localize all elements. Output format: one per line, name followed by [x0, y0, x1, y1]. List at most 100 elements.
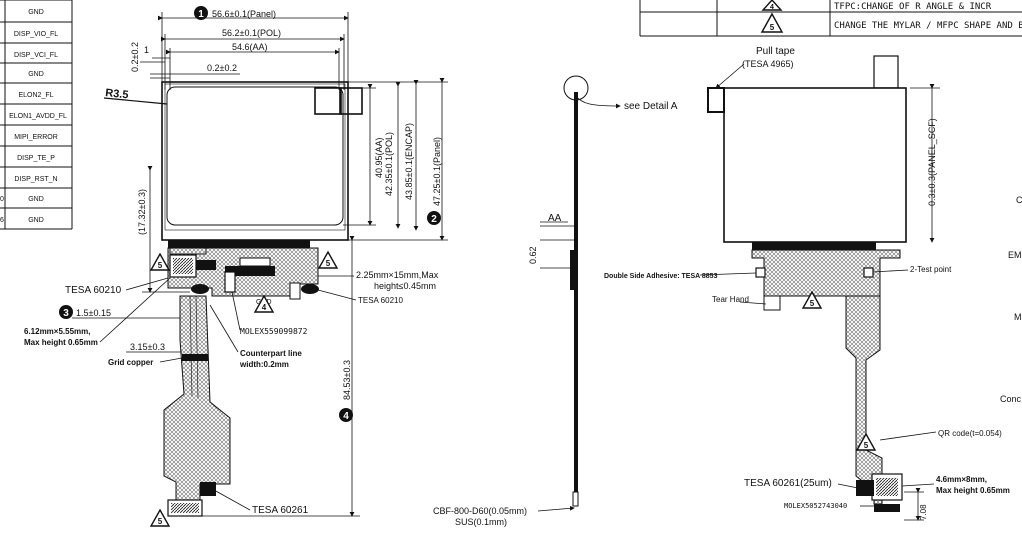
pin-side-number: 6 — [0, 217, 4, 224]
balloon-number: 1 — [198, 9, 204, 20]
back-conn-size-2: Max height 0.65mm — [936, 486, 1010, 495]
balloon-number: 4 — [343, 411, 349, 422]
rev-triangle: 5 — [149, 252, 171, 271]
counterpart-2: width:0.2mm — [239, 360, 289, 369]
side-bottom — [572, 491, 579, 507]
svg-text:5: 5 — [326, 259, 331, 268]
balloon-number: 3 — [63, 308, 69, 319]
pin-label: MIPI_ERROR — [14, 134, 58, 141]
counterpart-1: Counterpart line — [240, 349, 302, 358]
molex-label: MOLEX559099872 — [240, 327, 308, 336]
test-point-right — [863, 267, 874, 278]
fpc-tail — [163, 295, 231, 501]
pull-tab — [873, 55, 899, 89]
back-panel — [723, 87, 907, 243]
svg-text:4: 4 — [262, 303, 267, 312]
dim-encap-height: 43.85±0.1(ENCAP) — [404, 123, 414, 200]
dim-1: 1 — [144, 45, 149, 55]
rev-triangle: 5 — [317, 250, 339, 269]
svg-text:5: 5 — [770, 23, 775, 32]
test-point-left — [755, 267, 766, 278]
svg-text:5: 5 — [810, 299, 815, 308]
back-fpc-head — [751, 249, 901, 297]
aa-label: AA — [548, 213, 562, 224]
corner-radius: R3.5 — [105, 87, 129, 101]
stiffener-size-1: 2.25mm×15mm,Max — [356, 270, 439, 280]
revision-text: CHANGE THE MYLAR / MFPC SHAPE AND BACK — [834, 21, 1022, 31]
revision-row: 4 TFPC:CHANGE OF R ANGLE & INCR — [761, 0, 992, 12]
dim-1-5: 1.5±0.15 — [76, 308, 111, 318]
active-area — [166, 86, 344, 226]
tear-hand-tab — [763, 295, 781, 311]
revision-table — [639, 0, 1022, 37]
pin-label: DISP_TE_P — [17, 155, 55, 162]
tear-hand-label: Tear Hand — [712, 295, 749, 304]
pin-label: DISP_VCI_FL — [14, 52, 58, 59]
pin-table — [0, 0, 73, 230]
dim-pol-height: 42.35±0.1(POL) — [384, 132, 394, 196]
tesa-pad-right — [301, 284, 319, 294]
pin-table-labels: GND DISP_VIO_FL DISP_VCI_FL GND ELON2_FL… — [0, 9, 67, 224]
side-component — [570, 250, 574, 290]
pin-label: GND — [28, 196, 44, 203]
encap-line — [164, 83, 346, 231]
detail-label: see Detail A — [624, 101, 678, 112]
dim-panel-width: 56.6±0.1(Panel) — [212, 9, 276, 19]
back-tail-stiffener — [856, 480, 874, 496]
conn-size-2: Max height 0.65mm — [24, 338, 98, 347]
balloon-1 — [194, 6, 208, 20]
dim-pol-width: 56.2±0.1(POL) — [222, 28, 281, 38]
molex-connector — [224, 271, 236, 293]
balloon-number: 2 — [431, 214, 437, 225]
pin-label: ELON1_AVDD_FL — [9, 113, 67, 120]
grid-copper-band — [182, 354, 208, 361]
rev-triangle: 5 — [149, 508, 171, 527]
tesa-pad-left — [191, 284, 209, 294]
balloon-2 — [427, 211, 441, 225]
panel-outline — [161, 81, 349, 241]
revision-text: TFPC:CHANGE OF R ANGLE & INCR — [834, 2, 992, 12]
dim-84-53: 84.53±0.3 — [342, 360, 352, 400]
double-side-label: Double Side Adhesive: TESA 8853 — [604, 273, 718, 280]
pull-tape-label-1: Pull tape — [756, 46, 795, 57]
dim-7-08: 7.08 — [919, 504, 928, 520]
pull-tape-label-2: (TESA 4965) — [742, 59, 794, 69]
balloon-3 — [59, 305, 73, 319]
sus-label: SUS(0.1mm) — [455, 517, 507, 527]
conn-size-1: 6.12mm×5.55mm, — [24, 327, 91, 336]
tesa-60210-right: TESA 60210 — [358, 296, 403, 305]
back-conn-size-1: 4.6mm×8mm, — [936, 475, 987, 484]
dim-3-15: 3.15±0.3 — [130, 342, 165, 352]
dim-0-2-horizontal: 0.2±0.2 — [207, 63, 237, 73]
rev-triangle: 4 — [253, 294, 275, 313]
pin-label: DISP_VIO_FL — [14, 31, 58, 38]
edge-label: Conc — [1000, 394, 1022, 404]
tesa-60261-back: TESA 60261(25um) — [744, 478, 832, 489]
svg-text:5: 5 — [158, 517, 163, 526]
pin-label: DISP_RST_N — [14, 176, 57, 183]
pull-tape — [707, 87, 725, 113]
right-edge-labels: C EM M Conc — [1000, 195, 1022, 404]
back-fpc-tail — [845, 295, 883, 505]
revision-row: 5 CHANGE THE MYLAR / MFPC SHAPE AND BACK — [760, 12, 1022, 33]
dim-panel-height: 47.25±0.1(Panel) — [432, 137, 442, 206]
corner-mark — [314, 87, 342, 115]
svg-text:5: 5 — [864, 441, 869, 450]
back-view: Pull tape (TESA 4965) 0.3±0.3(PANEL_SCF)… — [604, 46, 1010, 521]
ic-chip — [225, 266, 275, 276]
svg-text:4: 4 — [770, 4, 774, 11]
side-panel — [574, 92, 578, 492]
dim-aa-width: 54.6(AA) — [232, 42, 268, 52]
side-view: see Detail A AA 0.62 CBF-800-D60(0.05mm)… — [433, 75, 678, 527]
edge-label: EM — [1008, 250, 1022, 260]
cbf-label: CBF-800-D60(0.05mm) — [433, 506, 527, 516]
back-bend — [752, 242, 876, 250]
edge-label: C — [1016, 195, 1022, 205]
pin-side-number: 0 — [0, 196, 4, 203]
pin-label: GND — [28, 71, 44, 78]
bend-region — [168, 240, 310, 248]
tail-stiffener — [200, 482, 216, 496]
pin-label: ELON2_FL — [18, 92, 53, 99]
front-view: 1 56.6±0.1(Panel) 56.2±0.1(POL) 54.6(AA)… — [24, 6, 448, 527]
